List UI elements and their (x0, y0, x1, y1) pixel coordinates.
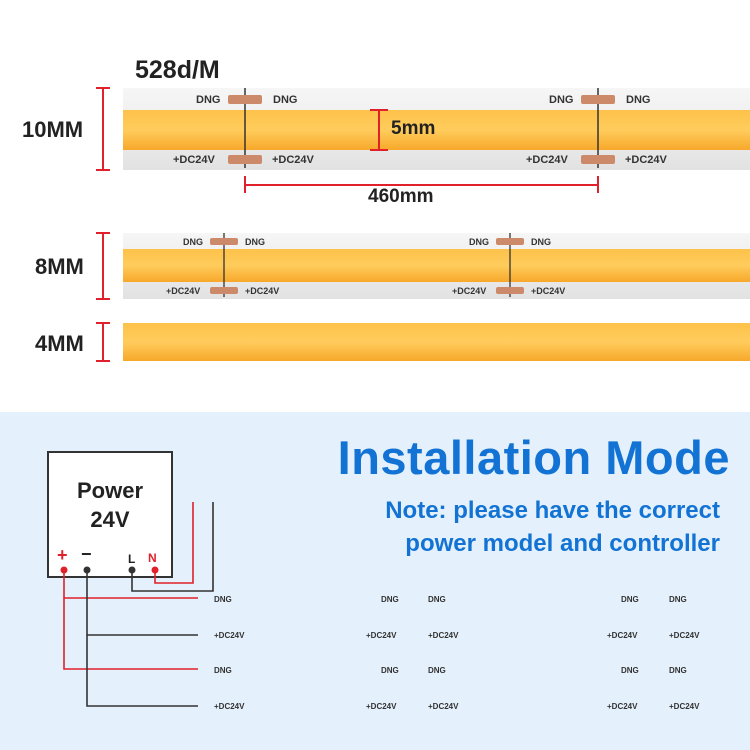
pad-label: DNG (621, 666, 639, 675)
pad-label: +DC24V (245, 286, 280, 296)
strip-4mm (123, 323, 750, 361)
pad-label: DNG (549, 94, 574, 106)
pad-label: DNG (669, 666, 687, 675)
psu-voltage: 24V (90, 507, 130, 532)
pad-label: DNG (214, 595, 232, 604)
pad-label: +DC24V (214, 631, 245, 640)
size-label-8mm: 8MM (35, 254, 84, 279)
pad-label: +DC24V (607, 631, 638, 640)
solder-pad (228, 155, 262, 164)
pad-label: DNG (621, 595, 639, 604)
pad-label: DNG (273, 94, 298, 106)
psu-title: Power (76, 478, 144, 503)
size-label-4mm: 4MM (35, 331, 84, 356)
pad-label: DNG (183, 237, 203, 247)
pad-label: DNG (196, 94, 221, 106)
pad-label: DNG (428, 595, 446, 604)
pad-label: DNG (669, 595, 687, 604)
pad-label: DNG (214, 666, 232, 675)
pad-label: DNG (381, 666, 399, 675)
note-line-1: Note: please have the correct (385, 497, 720, 524)
pad-label: +DC24V (428, 631, 459, 640)
pad-label: +DC24V (607, 702, 638, 711)
terminal-minus: − (81, 544, 92, 564)
strip-10mm (123, 88, 750, 170)
solder-pad (581, 95, 615, 104)
pad-label: DNG (469, 237, 489, 247)
pad-label: +DC24V (531, 286, 566, 296)
pad-label: DNG (381, 595, 399, 604)
pad-label: DNG (428, 666, 446, 675)
pad-label: +DC24V (173, 154, 215, 166)
solder-pad (496, 238, 524, 245)
pad-label: +DC24V (452, 286, 487, 296)
terminal-n: N (148, 551, 157, 565)
pad-label: DNG (626, 94, 651, 106)
note-line-2: power model and controller (405, 530, 720, 557)
solder-pad (210, 238, 238, 245)
pad-label: +DC24V (669, 631, 700, 640)
solder-pad (496, 287, 524, 294)
height-dimension: 5mm (391, 118, 436, 139)
pad-label: +DC24V (366, 631, 397, 640)
solder-pad (210, 287, 238, 294)
size-label-10mm: 10MM (22, 117, 84, 142)
density-label: 528d/M (135, 56, 220, 84)
pad-label: +DC24V (366, 702, 397, 711)
installation-title: Installation Mode (337, 431, 730, 484)
strip-8mm (123, 233, 750, 299)
pad-label: +DC24V (428, 702, 459, 711)
pad-label: +DC24V (214, 702, 245, 711)
pad-label: DNG (531, 237, 551, 247)
solder-pad (581, 155, 615, 164)
pad-label: +DC24V (669, 702, 700, 711)
pad-label: DNG (245, 237, 265, 247)
dimension-markers (96, 87, 599, 362)
terminal-plus: + (57, 545, 68, 565)
pad-label: +DC24V (526, 154, 568, 166)
pad-label: +DC24V (166, 286, 201, 296)
terminal-l: L (128, 552, 136, 566)
pad-label: +DC24V (272, 154, 314, 166)
cut-length-dimension: 460mm (368, 186, 434, 207)
pad-label: +DC24V (625, 154, 667, 166)
solder-pad (228, 95, 262, 104)
